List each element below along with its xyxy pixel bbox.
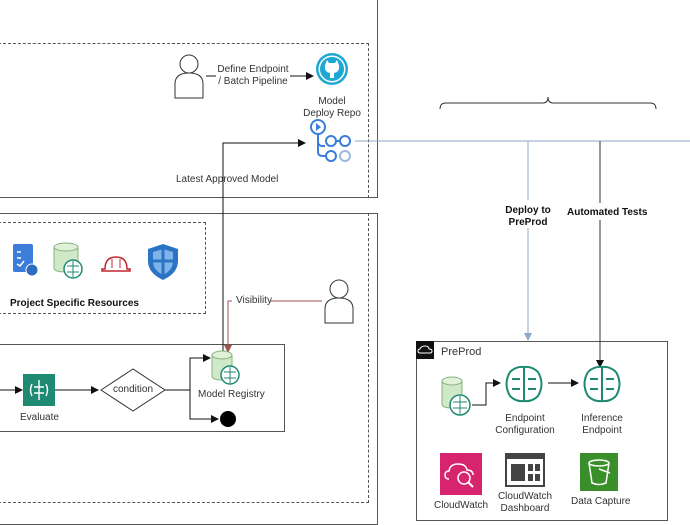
shield-icon — [147, 243, 179, 286]
condition-to-end-arrow — [189, 390, 219, 423]
visibility-arrow — [228, 300, 322, 352]
resources-box — [0, 222, 206, 314]
end-node — [220, 411, 236, 427]
visibility-label: Visibility — [236, 295, 272, 306]
model-deploy-repo-label: Model Deploy Repo — [303, 96, 361, 119]
preprod-box — [416, 341, 668, 521]
preprod-model-icon — [440, 376, 474, 423]
condition-to-registry-arrow — [165, 354, 211, 391]
data-capture-label: Data Capture — [571, 496, 631, 507]
evaluate-step-icon[interactable] — [23, 374, 55, 411]
cloudwatch-dashboard-icon[interactable] — [505, 453, 545, 492]
approved-model-arrow — [222, 139, 306, 352]
upper-account-box — [0, 0, 378, 198]
deploy-to-preprod-label: Deploy to PreProd — [505, 205, 551, 228]
pipeline-box — [0, 344, 285, 432]
automated-tests-label: Automated Tests — [567, 207, 648, 218]
cloudwatch-dashboard-label: CloudWatch Dashboard — [497, 491, 553, 514]
codepipeline-icon[interactable] — [308, 118, 356, 169]
latest-approved-model-label: Latest Approved Model — [176, 174, 279, 185]
project-resources-title: Project Specific Resources — [10, 298, 139, 309]
preprod-title: PreProd — [441, 346, 482, 358]
endpoint-configuration-icon[interactable] — [502, 364, 546, 409]
condition-diamond — [100, 368, 166, 417]
github-icon[interactable] — [315, 52, 349, 91]
model-registry-label: Model Registry — [198, 389, 265, 400]
developer-actor-icon — [172, 52, 206, 105]
certificate-icon — [12, 244, 40, 283]
endpoint-configuration-label: Endpoint Configuration — [495, 413, 555, 436]
hard-hat-icon — [100, 253, 132, 280]
cloudwatch-icon[interactable] — [440, 453, 482, 500]
preprod-cloud-icon — [416, 341, 434, 359]
model-to-config-arrow — [472, 379, 501, 406]
inference-endpoint-label: Inference Endpoint — [581, 413, 623, 436]
upper-dashed-region — [0, 43, 369, 198]
inference-endpoint-icon[interactable] — [580, 364, 624, 409]
model-registry-icon[interactable] — [210, 350, 244, 393]
define-endpoint-label: Define Endpoint / Batch Pipeline — [217, 64, 289, 87]
lower-dashed-region — [0, 213, 369, 503]
stakeholder-actor-icon — [322, 277, 356, 330]
sagemaker-model-store-icon — [52, 242, 86, 285]
evaluate-label: Evaluate — [20, 412, 59, 423]
condition-label: condition — [112, 384, 154, 395]
data-capture-icon[interactable] — [580, 453, 618, 496]
stage-brace — [439, 96, 657, 110]
cloudwatch-label: CloudWatch — [434, 500, 489, 511]
